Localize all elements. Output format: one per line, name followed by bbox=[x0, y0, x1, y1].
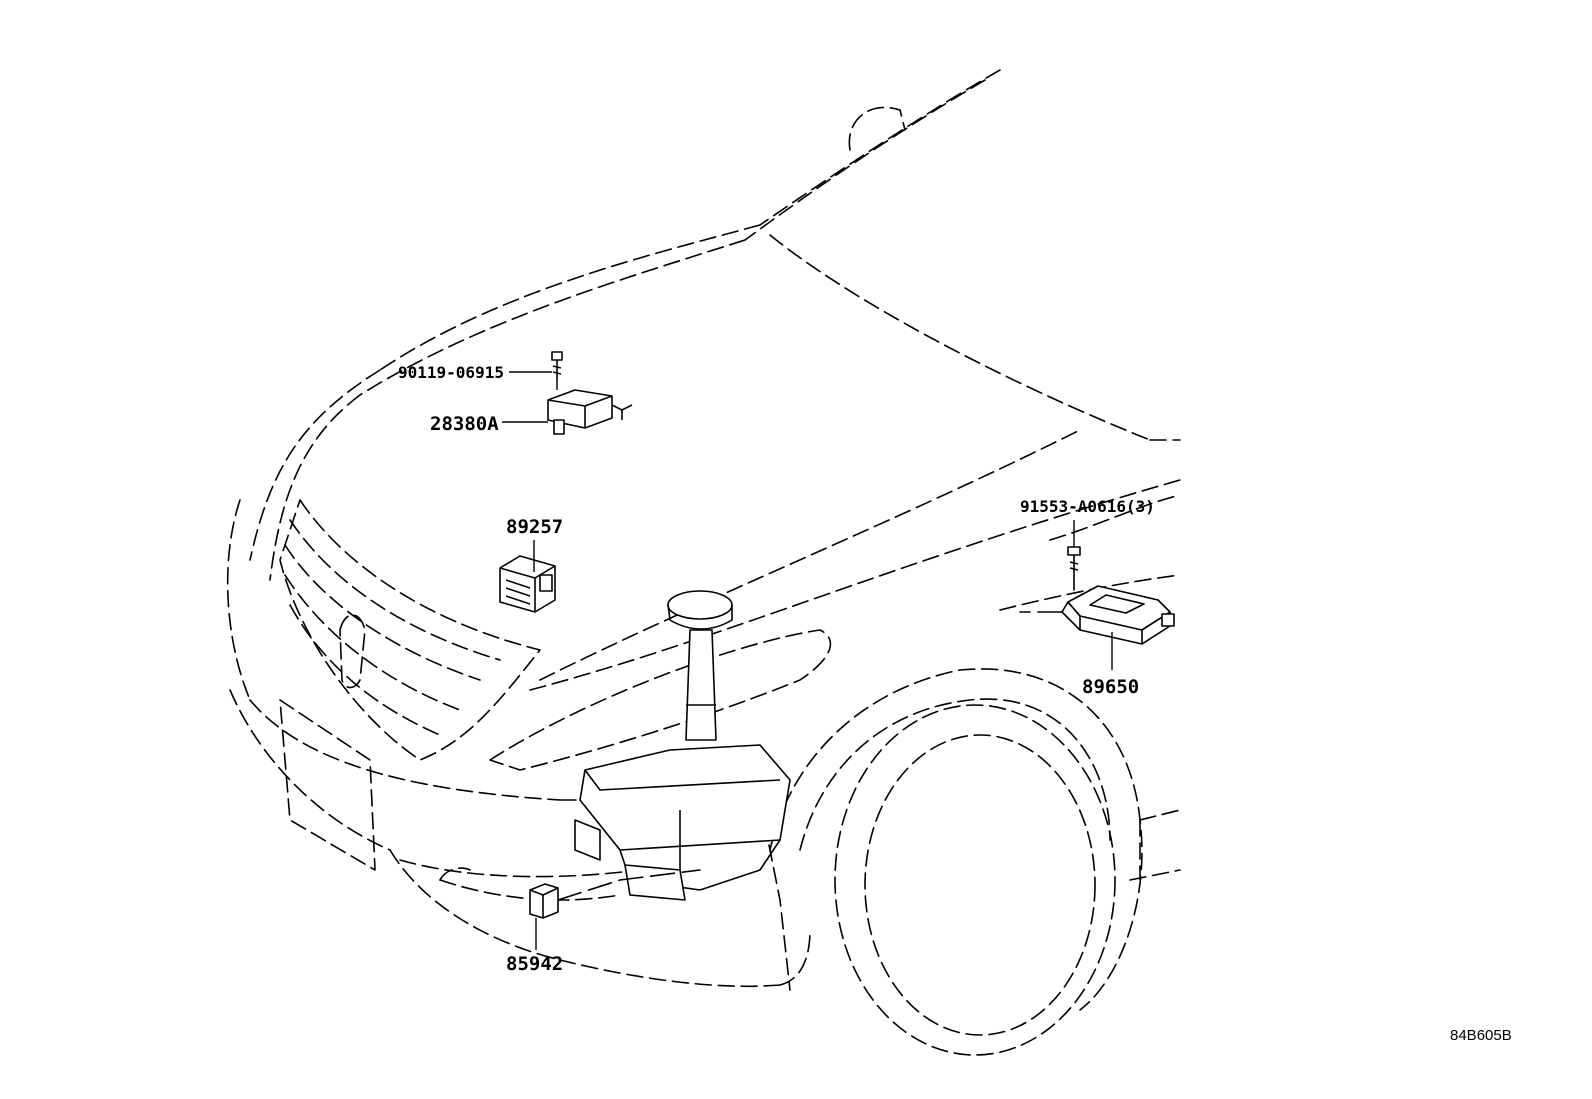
callout-89257: 89257 bbox=[506, 516, 563, 538]
callout-91553-a0616: 91553-A0616(3) bbox=[1020, 497, 1155, 516]
callout-90119-06915: 90119-06915 bbox=[398, 363, 504, 382]
position-lines bbox=[557, 577, 1075, 901]
ecu-part-89650 bbox=[1061, 585, 1175, 645]
relay-part-85942 bbox=[529, 883, 559, 919]
washer-tank bbox=[574, 590, 791, 901]
callout-28380a: 28380A bbox=[430, 413, 499, 435]
screw-part bbox=[1067, 546, 1081, 578]
sensor-part-28380a bbox=[547, 380, 633, 435]
figure-code: 84B605B bbox=[1450, 1027, 1512, 1044]
ecu-part-89257 bbox=[499, 555, 556, 613]
callout-89650: 89650 bbox=[1082, 676, 1139, 698]
callout-85942: 85942 bbox=[506, 953, 563, 975]
leader-lines bbox=[502, 371, 1113, 950]
bolt-part bbox=[551, 351, 563, 380]
vehicle-outline bbox=[226, 69, 1181, 1056]
